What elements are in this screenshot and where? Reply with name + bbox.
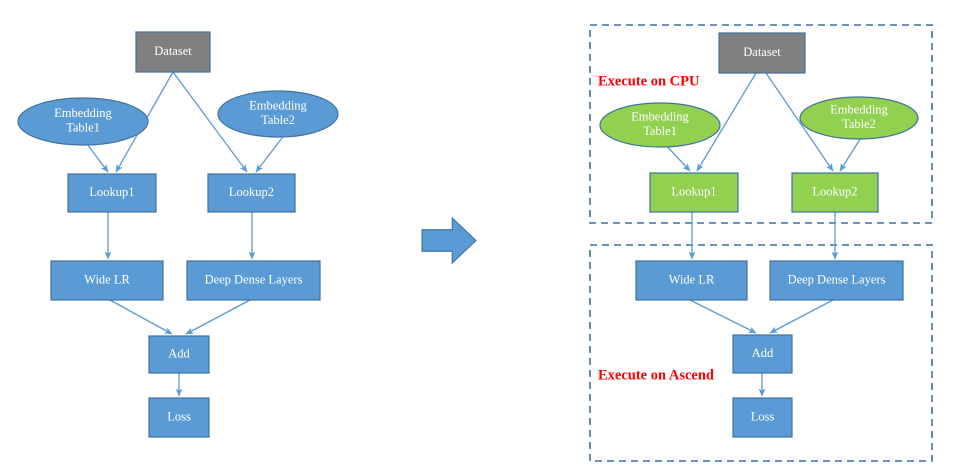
right-node-label-lookup1: Lookup1 xyxy=(671,184,716,198)
right-panel-groups: Execute on CPU Execute on Ascend xyxy=(589,24,933,462)
cpu-group-label: Execute on CPU xyxy=(598,73,700,89)
left-node-label-emb1: Embedding xyxy=(54,106,112,120)
right-edge-dataset-to-lookup1 xyxy=(696,72,757,172)
left-node-label-emb2: Table2 xyxy=(261,113,295,127)
right-node-label-add: Add xyxy=(752,346,774,360)
right-node-label-loss: Loss xyxy=(751,409,775,423)
left-node-shape-lookup2 xyxy=(207,173,296,213)
left-node-shape-deepdense xyxy=(186,260,321,301)
left-node-label-emb2: Embedding xyxy=(249,99,307,113)
right-node-label-lookup2: Lookup2 xyxy=(812,184,857,198)
right-node-shape-loss xyxy=(732,397,793,438)
right-node-shape-emb2 xyxy=(799,96,919,140)
left-edge-emb2-to-lookup2 xyxy=(255,133,286,173)
left-node-label-loss: Loss xyxy=(167,409,191,423)
right-node-widelr[interactable]: Wide LR xyxy=(635,260,748,301)
right-node-label-emb2: Embedding xyxy=(830,103,888,117)
right-node-shape-emb1 xyxy=(599,102,721,148)
left-node-shape-emb2 xyxy=(217,90,339,138)
right-node-loss[interactable]: Loss xyxy=(732,397,793,438)
left-node-label-deepdense: Deep Dense Layers xyxy=(205,272,303,286)
right-node-dataset[interactable]: Dataset xyxy=(718,32,806,74)
right-node-lookup1[interactable]: Lookup1 xyxy=(649,172,739,213)
ascend-group-label: Execute on Ascend xyxy=(598,367,714,383)
left-node-widelr[interactable]: Wide LR xyxy=(50,260,164,301)
right-edge-dataset-to-lookup2 xyxy=(765,72,834,172)
left-node-shape-emb1 xyxy=(17,97,149,146)
right-edge-emb2-to-lookup2 xyxy=(839,135,863,172)
right-node-label-widelr: Wide LR xyxy=(669,272,715,286)
left-node-shape-lookup1 xyxy=(67,173,157,213)
right-panel-nodes: DatasetEmbeddingTable1EmbeddingTable2Loo… xyxy=(599,32,919,438)
cpu-group-boundary xyxy=(589,24,933,224)
transform-arrow xyxy=(421,216,477,265)
left-node-loss[interactable]: Loss xyxy=(148,397,210,438)
left-node-shape-widelr xyxy=(50,260,164,301)
right-node-shape-add xyxy=(732,334,793,374)
left-node-shape-dataset xyxy=(135,31,211,73)
left-node-lookup2[interactable]: Lookup2 xyxy=(207,173,296,213)
right-node-label-emb2: Table2 xyxy=(842,117,876,131)
right-node-label-dataset: Dataset xyxy=(743,45,781,59)
right-node-shape-dataset xyxy=(718,32,806,74)
ascend-group-boundary xyxy=(589,244,933,462)
right-edge-widelr-to-add xyxy=(689,299,757,334)
transform-arrow-icon xyxy=(421,216,477,265)
right-node-lookup2[interactable]: Lookup2 xyxy=(791,172,879,213)
left-panel-nodes: DatasetEmbeddingTable1EmbeddingTable2Loo… xyxy=(17,31,339,438)
left-node-add[interactable]: Add xyxy=(148,335,210,374)
left-node-shape-loss xyxy=(148,397,210,438)
left-node-dataset[interactable]: Dataset xyxy=(135,31,211,73)
right-node-deepdense[interactable]: Deep Dense Layers xyxy=(769,260,904,301)
right-edge-deepdense-to-add xyxy=(769,299,834,334)
right-node-shape-lookup2 xyxy=(791,172,879,213)
left-node-label-widelr: Wide LR xyxy=(84,272,130,286)
right-node-label-emb1: Table1 xyxy=(643,124,677,138)
left-node-lookup1[interactable]: Lookup1 xyxy=(67,173,157,213)
right-panel-edges xyxy=(662,72,863,397)
left-edge-deepdense-to-add xyxy=(185,299,251,335)
right-node-label-deepdense: Deep Dense Layers xyxy=(788,272,886,286)
left-node-label-lookup1: Lookup1 xyxy=(89,185,134,199)
left-edge-dataset-to-lookup2 xyxy=(172,71,248,173)
left-node-shape-add xyxy=(148,335,210,374)
right-node-shape-widelr xyxy=(635,260,748,301)
left-node-label-add: Add xyxy=(168,346,190,360)
left-node-label-emb1: Table1 xyxy=(66,121,100,135)
left-edge-widelr-to-add xyxy=(109,299,173,335)
left-node-label-lookup2: Lookup2 xyxy=(229,185,274,199)
left-node-deepdense[interactable]: Deep Dense Layers xyxy=(186,260,321,301)
right-node-shape-deepdense xyxy=(769,260,904,301)
left-node-label-dataset: Dataset xyxy=(154,44,192,58)
right-node-add[interactable]: Add xyxy=(732,334,793,374)
right-node-shape-lookup1 xyxy=(649,172,739,213)
right-node-label-emb1: Embedding xyxy=(631,110,689,124)
